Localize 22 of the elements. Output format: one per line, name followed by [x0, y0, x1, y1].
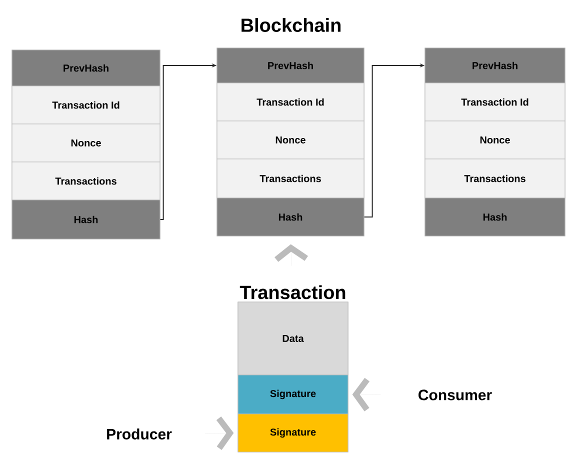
field-cell: Hash — [424, 198, 566, 236]
field-cell: Transaction Id — [216, 82, 364, 122]
field-cell: Hash — [216, 198, 364, 236]
field-cell: Transaction Id — [424, 82, 566, 122]
field-cell: Signature — [238, 374, 348, 414]
field-cell: Transactions — [216, 158, 364, 198]
title: Blockchain — [242, 18, 340, 32]
field-cell: Signature — [238, 414, 348, 452]
field-cell: PrevHash — [216, 48, 364, 84]
field-cell: Nonce — [424, 120, 566, 160]
field-cell: Transactions — [12, 162, 160, 200]
field-cell: Transaction Id — [12, 86, 160, 124]
field-cell: PrevHash — [12, 50, 160, 86]
field-cell: Nonce — [12, 124, 160, 162]
field-cell: Data — [238, 302, 348, 376]
role-label: Consumer — [418, 390, 492, 400]
field-cell: PrevHash — [424, 48, 566, 84]
field-cell: Nonce — [216, 120, 364, 160]
node-label: Transaction — [240, 285, 346, 300]
field-cell: Hash — [12, 200, 160, 240]
field-cell: Transactions — [424, 158, 566, 198]
role-label: Producer — [107, 428, 172, 440]
